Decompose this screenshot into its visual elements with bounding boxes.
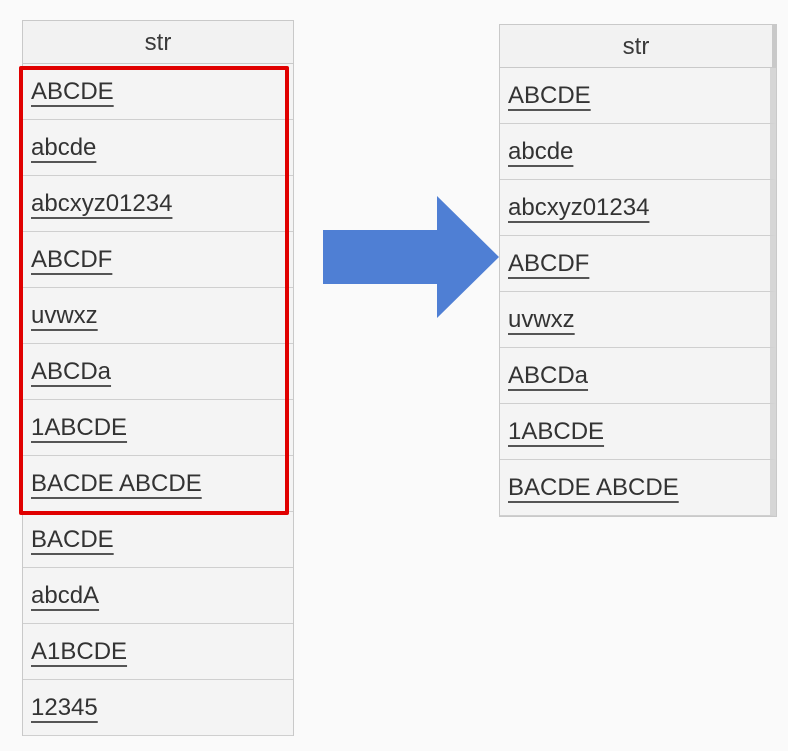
source-cell-link[interactable]: 12345 — [31, 694, 98, 721]
result-row[interactable]: ABCDa — [500, 348, 776, 404]
result-row[interactable]: ABCDF — [500, 236, 776, 292]
source-cell-link[interactable]: ABCDF — [31, 246, 113, 273]
source-row[interactable]: ABCDa — [23, 344, 293, 400]
result-row[interactable]: 1ABCDE — [500, 404, 776, 460]
source-row[interactable]: ABCDE — [23, 64, 293, 120]
source-row[interactable]: 1ABCDE — [23, 400, 293, 456]
source-cell-link[interactable]: A1BCDE — [31, 638, 128, 665]
source-cell-link[interactable]: ABCDE — [31, 78, 114, 105]
source-cell-link[interactable]: abcxyz01234 — [31, 190, 173, 217]
result-row[interactable]: abcde — [500, 124, 776, 180]
source-row[interactable]: BACDE ABCDE — [23, 456, 293, 512]
source-row[interactable]: BACDE — [23, 512, 293, 568]
source-row[interactable]: 12345 — [23, 680, 293, 736]
source-row[interactable]: uvwxz — [23, 288, 293, 344]
source-column-header[interactable]: str — [23, 20, 293, 64]
result-column-header[interactable]: str — [500, 24, 776, 68]
result-row[interactable]: uvwxz — [500, 292, 776, 348]
result-cell-link[interactable]: BACDE ABCDE — [508, 474, 679, 501]
result-row[interactable]: abcxyz01234 — [500, 180, 776, 236]
source-row[interactable]: abcde — [23, 120, 293, 176]
result-cell-link[interactable]: abcxyz01234 — [508, 194, 650, 221]
source-cell-link[interactable]: abcde — [31, 134, 97, 161]
result-cell-link[interactable]: 1ABCDE — [508, 418, 605, 445]
source-row[interactable]: abcdA — [23, 568, 293, 624]
source-row[interactable]: ABCDF — [23, 232, 293, 288]
right-arrow-icon — [323, 196, 503, 323]
source-row[interactable]: A1BCDE — [23, 624, 293, 680]
result-cell-link[interactable]: abcde — [508, 138, 574, 165]
result-cell-link[interactable]: uvwxz — [508, 306, 575, 333]
result-row[interactable]: ABCDE — [500, 68, 776, 124]
source-row[interactable]: abcxyz01234 — [23, 176, 293, 232]
source-cell-link[interactable]: uvwxz — [31, 302, 98, 329]
source-cell-link[interactable]: abcdA — [31, 582, 100, 609]
result-cell-link[interactable]: ABCDa — [508, 362, 589, 389]
result-cell-link[interactable]: ABCDF — [508, 250, 590, 277]
source-cell-link[interactable]: ABCDa — [31, 358, 112, 385]
source-cell-link[interactable]: BACDE — [31, 526, 114, 553]
result-row[interactable]: BACDE ABCDE — [500, 460, 776, 516]
source-cell-link[interactable]: 1ABCDE — [31, 414, 128, 441]
source-cell-link[interactable]: BACDE ABCDE — [31, 470, 202, 497]
result-cell-link[interactable]: ABCDE — [508, 82, 591, 109]
